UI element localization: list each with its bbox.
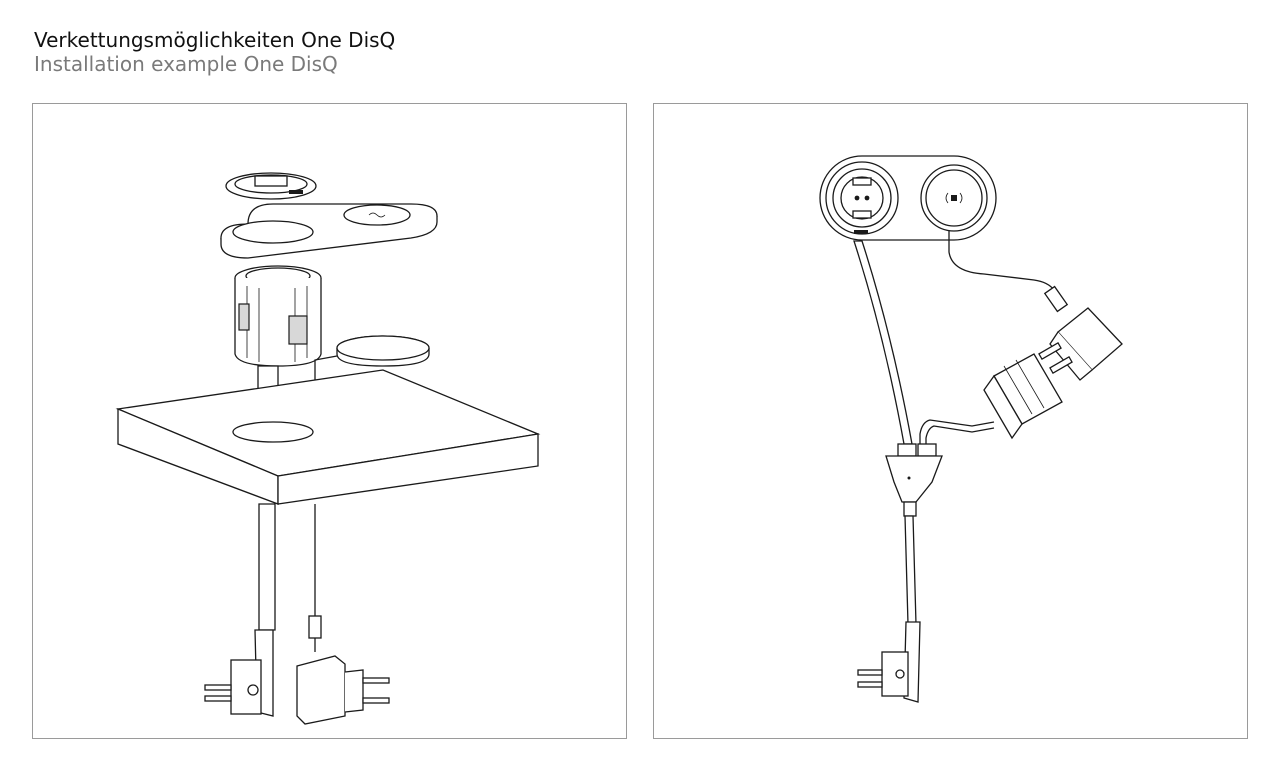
table-top	[115, 369, 541, 505]
cables-below-table	[258, 503, 322, 652]
socket-connector	[983, 353, 1063, 440]
connection-drawing	[819, 155, 1123, 703]
socket-insert-ring	[225, 172, 317, 200]
y-splitter	[885, 443, 943, 517]
connection-drawing-panel	[653, 103, 1248, 739]
installation-drawing	[115, 172, 541, 725]
schuko-plug	[204, 629, 274, 717]
socket-housing	[234, 265, 322, 367]
power-adapter	[1038, 307, 1123, 381]
socket-cable	[853, 240, 913, 445]
schuko-plug	[857, 621, 921, 703]
power-adapter	[296, 655, 390, 725]
title-german: Verkettungsmöglichkeiten One DisQ	[34, 28, 396, 52]
oval-cover-plate	[220, 203, 438, 259]
main-cable	[904, 515, 917, 625]
installation-drawing-panel	[32, 103, 627, 739]
one-disq-unit	[819, 155, 997, 241]
branch-cable	[919, 419, 995, 444]
wireless-charging-pad	[314, 335, 430, 434]
usb-connector	[1043, 285, 1069, 313]
title-english: Installation example One DisQ	[34, 52, 338, 76]
charger-cable	[948, 231, 1055, 291]
